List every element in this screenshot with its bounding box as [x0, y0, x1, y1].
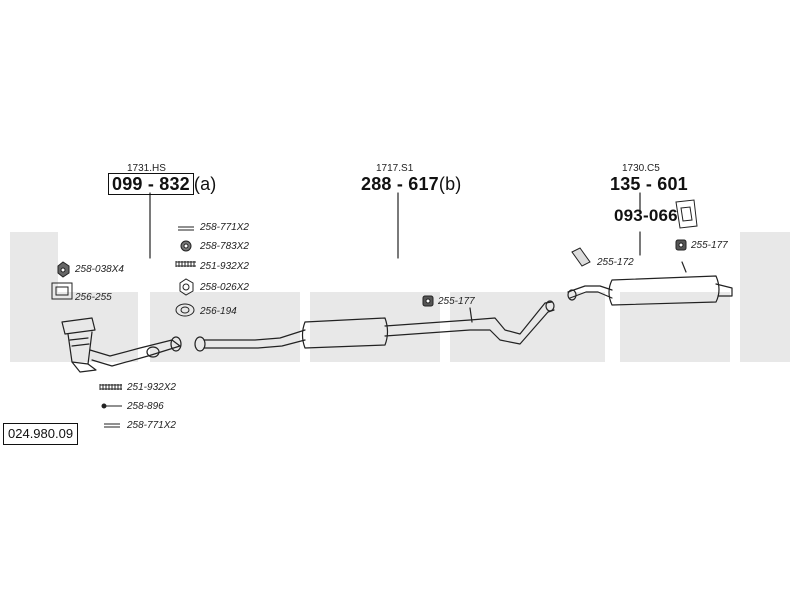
assembly-code-middle-number: 288 - 617: [361, 174, 439, 194]
assembly-code-rear[interactable]: 135 - 601: [610, 174, 688, 194]
part-label[interactable]: 258-896: [127, 401, 164, 412]
assembly-code-front-suffix: (a): [193, 174, 217, 194]
assembly-code-front-number: 099 - 832: [108, 173, 194, 195]
assembly-label-middle: 1717.S1: [376, 163, 414, 174]
diagram-number: 024.980.09: [3, 423, 79, 445]
part-label[interactable]: 258-771X2: [127, 420, 176, 431]
part-label[interactable]: 258-783X2: [200, 241, 249, 252]
part-label[interactable]: 251-932X2: [127, 382, 176, 393]
part-label[interactable]: 255-172: [597, 257, 634, 268]
bracket-shape: [675, 199, 698, 229]
assembly-code-front[interactable]: 099 - 832(a): [108, 173, 217, 195]
part-label[interactable]: 258-038X4: [75, 264, 124, 275]
bracket-code[interactable]: 093-066: [614, 206, 678, 225]
assembly-label-front: 1731.HS: [127, 163, 166, 174]
assembly-code-middle[interactable]: 288 - 617(b): [361, 174, 461, 195]
part-label[interactable]: 255-177: [691, 240, 728, 251]
part-label[interactable]: 256-194: [200, 306, 237, 317]
spring-icon-middle: [175, 261, 196, 267]
part-label[interactable]: 258-771X2: [200, 222, 249, 233]
part-label[interactable]: 251-932X2: [200, 261, 249, 272]
part-label[interactable]: 255-177: [438, 296, 475, 307]
part-label[interactable]: 258-026X2: [200, 282, 249, 293]
assembly-code-middle-suffix: (b): [438, 174, 462, 194]
rear-silencer: [567, 261, 733, 306]
spring-icon-left: [99, 384, 122, 390]
middle-silencer: [194, 300, 555, 352]
assembly-label-rear: 1730.C5: [622, 163, 660, 174]
part-label[interactable]: 256-255: [75, 292, 112, 303]
catalytic-converter: [61, 317, 182, 373]
